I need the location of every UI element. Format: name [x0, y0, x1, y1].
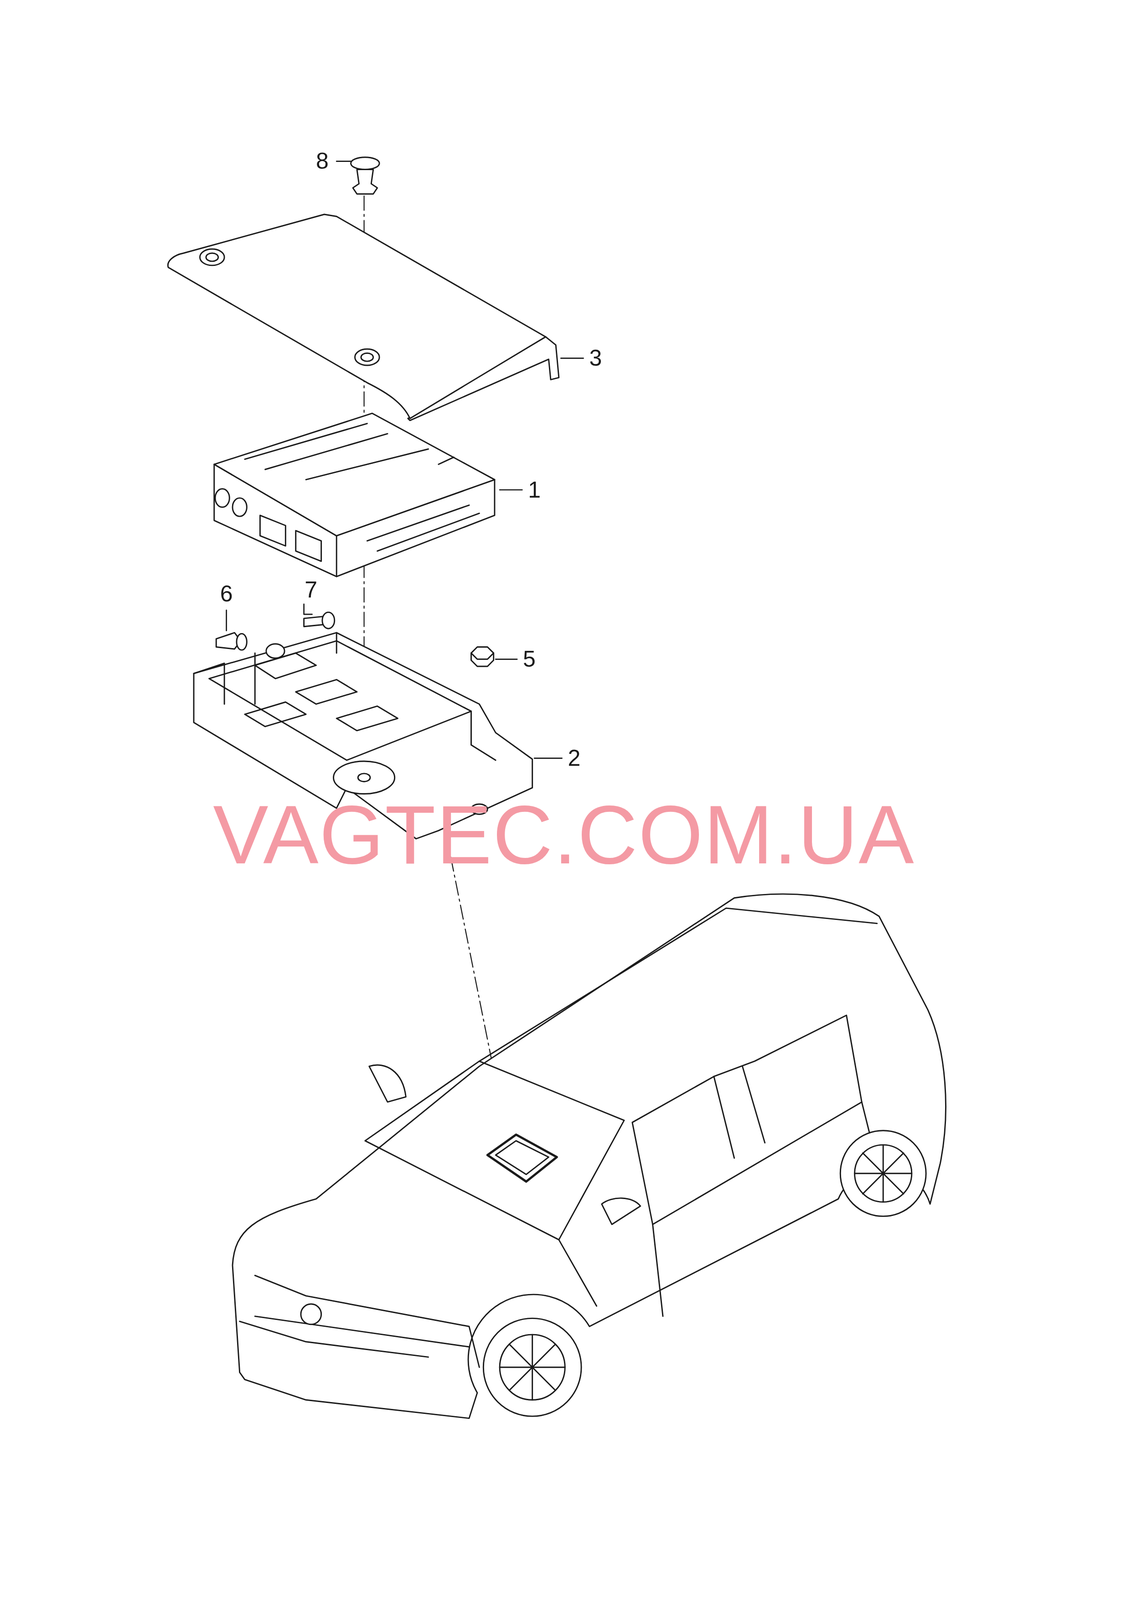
callout-number: 2: [567, 746, 581, 770]
callout-number: 1: [527, 478, 541, 502]
callout-number: 6: [220, 582, 233, 605]
callout-number: 3: [589, 346, 602, 370]
watermark-text: VAGTEC.COM.UA: [212, 792, 915, 876]
callout-number: 5: [522, 647, 536, 671]
callout-number: 7: [304, 578, 318, 601]
callout-number: 8: [315, 149, 329, 173]
